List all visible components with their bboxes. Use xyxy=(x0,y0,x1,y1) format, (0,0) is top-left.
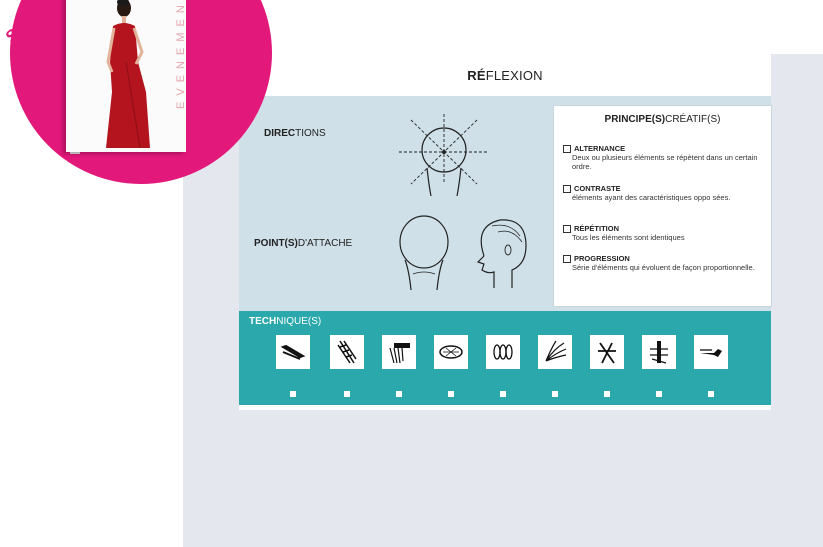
technique-checkbox[interactable] xyxy=(500,391,506,397)
principle-checkbox[interactable] xyxy=(563,224,571,233)
braid-icon[interactable] xyxy=(330,335,364,369)
principle-name: PROGRESSION xyxy=(574,254,630,263)
reflection-area: DIRECTIONS POINT(S)D'ATTACHE xyxy=(239,96,772,311)
principle-checkbox[interactable] xyxy=(563,184,571,193)
crossed-strands-icon[interactable] xyxy=(590,335,624,369)
flat-iron-icon[interactable] xyxy=(276,335,310,369)
principle-desc: Série d'éléments qui évoluent de façon p… xyxy=(572,263,755,272)
technique-checkbox[interactable] xyxy=(604,391,610,397)
reflexion-page: RÉFLEXION DIRECTIONS POINT(S)D'ATTACHE xyxy=(239,54,772,410)
technique-strip: TECHNIQUE(S) xyxy=(239,311,771,405)
principle-name: RÉPÉTITION xyxy=(574,224,620,233)
technique-checkbox[interactable] xyxy=(656,391,662,397)
head-directions-icon xyxy=(399,114,489,197)
principle-item: RÉPÉTITION Tous les éléments sont identi… xyxy=(563,224,765,242)
comb-section-icon[interactable] xyxy=(642,335,676,369)
attachment-points-label: POINT(S)D'ATTACHE xyxy=(254,238,353,249)
roll-icon[interactable] xyxy=(434,335,468,369)
head-back-icon xyxy=(399,215,449,291)
principle-checkbox[interactable] xyxy=(563,144,571,153)
principle-desc: Tous les éléments sont identiques xyxy=(572,233,685,242)
technique-checkbox[interactable] xyxy=(448,391,454,397)
technique-checkbox[interactable] xyxy=(344,391,350,397)
teasing-brush-icon[interactable] xyxy=(382,335,416,369)
creative-principles-card: PRINCIPE(S)CRÉATIF(S) ALTERNANCE Deux ou… xyxy=(553,105,772,307)
technique-checkbox[interactable] xyxy=(552,391,558,397)
book-spine-text: EVENEMENTIEL xyxy=(175,0,187,109)
curling-iron-icon[interactable] xyxy=(694,335,728,369)
book-cover xyxy=(66,0,186,152)
coil-icon[interactable] xyxy=(486,335,520,369)
principle-item: CONTRASTE éléments ayant des caractérist… xyxy=(563,184,765,202)
model-illustration xyxy=(106,0,150,149)
technique-checkbox[interactable] xyxy=(396,391,402,397)
principle-checkbox[interactable] xyxy=(563,254,571,263)
page-title: RÉFLEXION xyxy=(467,68,543,83)
principle-desc: Deux ou plusieurs éléments se répètent d… xyxy=(572,153,758,171)
principle-name: ALTERNANCE xyxy=(574,144,626,153)
head-profile-icon xyxy=(476,219,527,288)
technique-checkbox[interactable] xyxy=(708,391,714,397)
strands-icon[interactable] xyxy=(538,335,572,369)
technique-checkbox[interactable] xyxy=(290,391,296,397)
principle-item: ALTERNANCE Deux ou plusieurs éléments se… xyxy=(563,144,765,171)
principle-name: CONTRASTE xyxy=(574,184,621,193)
principle-item: PROGRESSION Série d'éléments qui évoluen… xyxy=(563,254,765,272)
principle-desc: éléments ayant des caractéristiques oppo… xyxy=(572,193,731,202)
directions-label: DIRECTIONS xyxy=(264,128,326,139)
principles-title: PRINCIPE(S)CRÉATIF(S) xyxy=(604,114,721,125)
technique-title: TECHNIQUE(S) xyxy=(249,316,322,327)
